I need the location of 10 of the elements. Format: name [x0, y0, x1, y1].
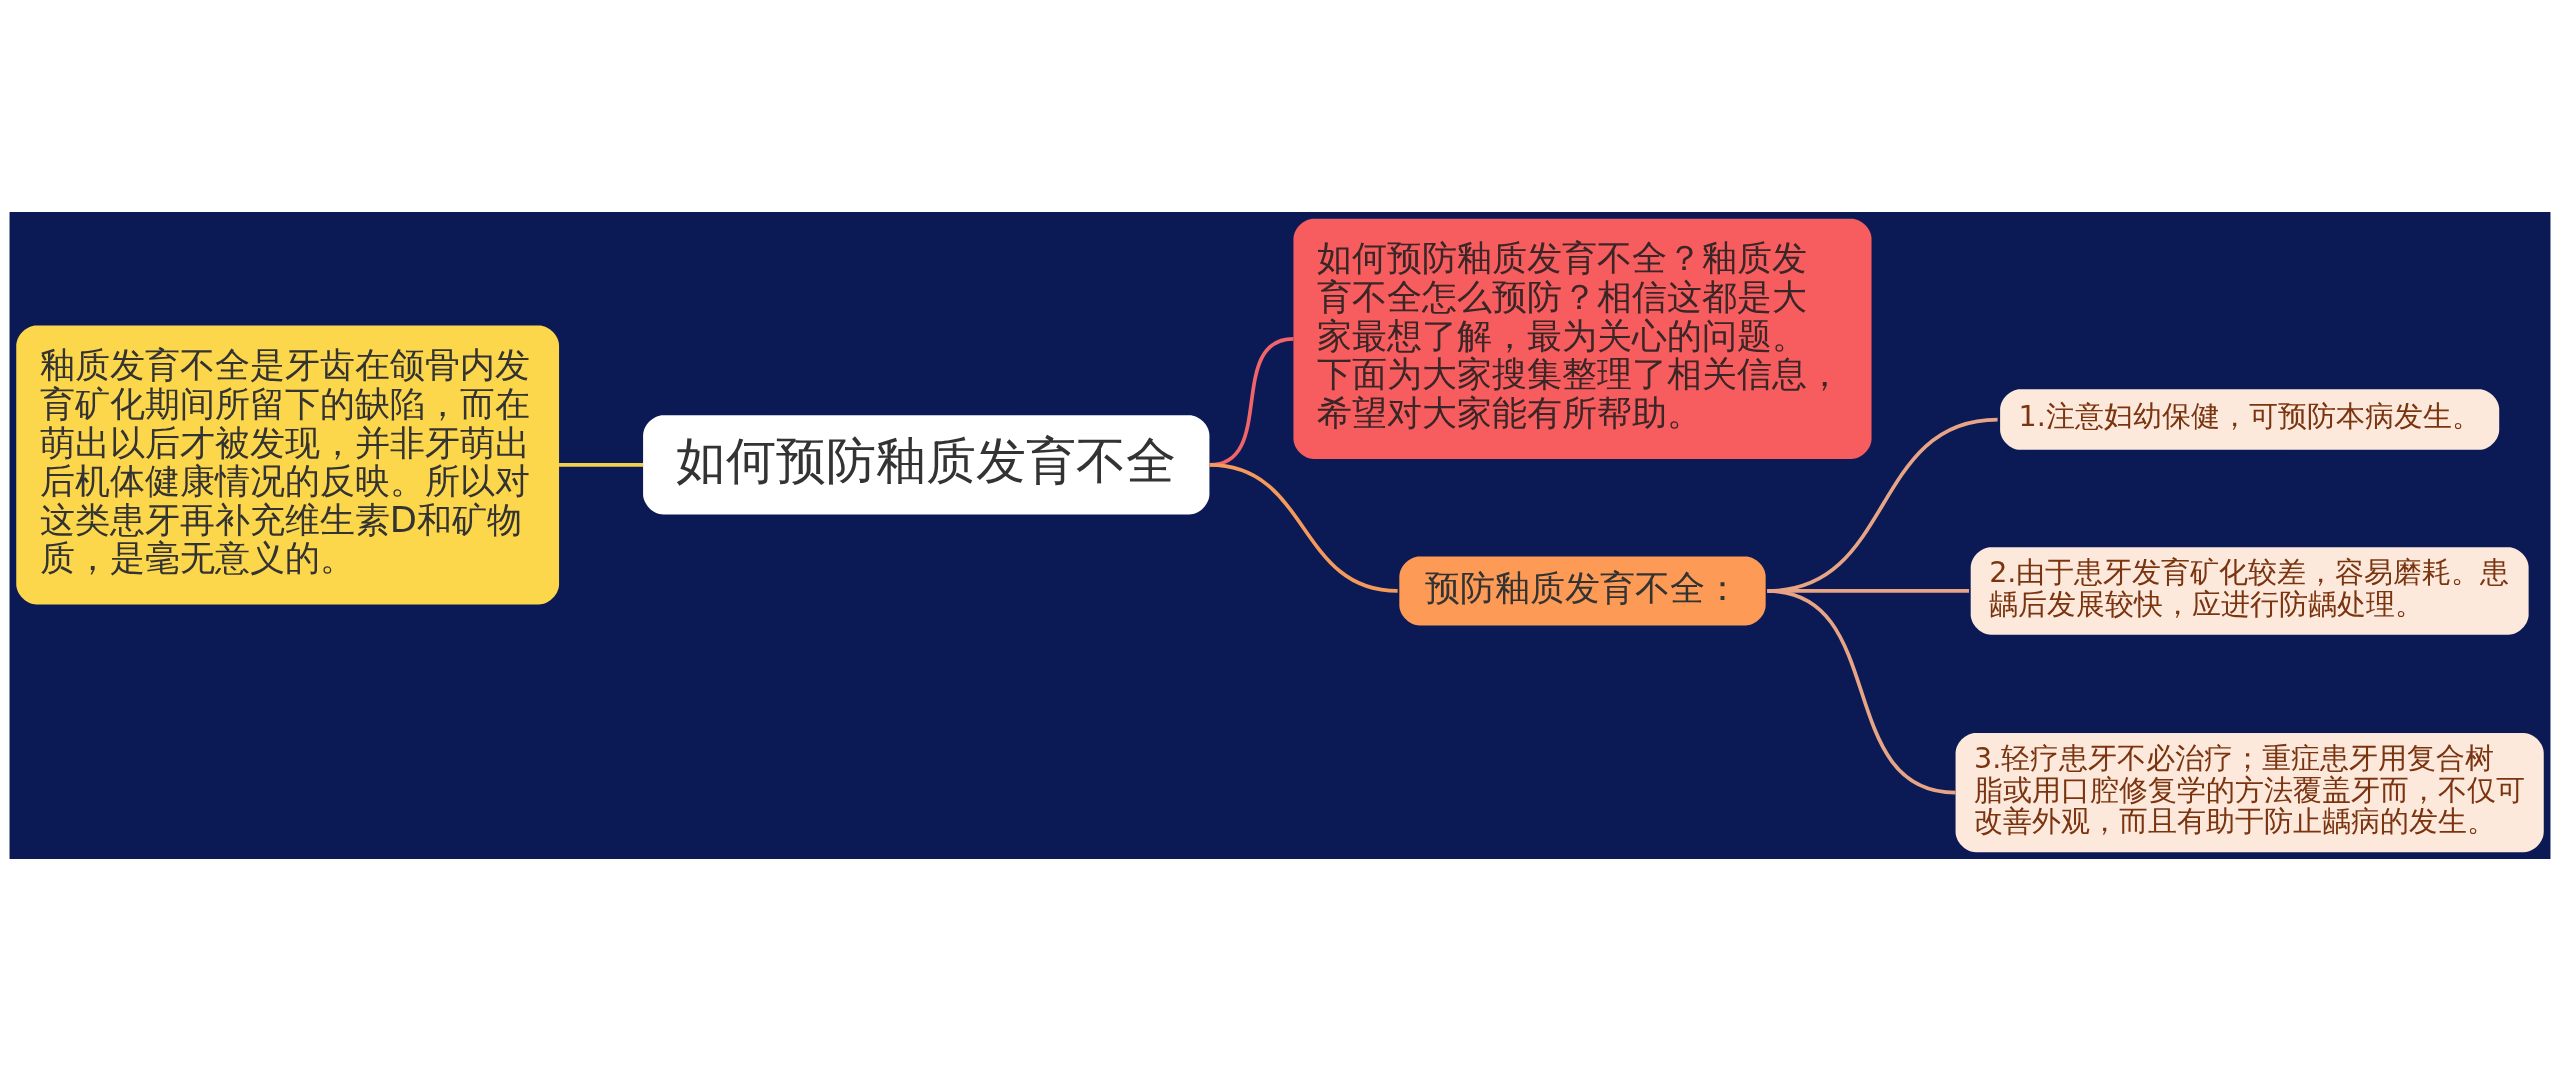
- node-box: 如何预防釉质发育不全: [643, 415, 1210, 515]
- node-box: 预防釉质发育不全：: [1399, 556, 1766, 626]
- node-box: 釉质发育不全是牙齿在颌骨内发育矿化期间所留下的缺陷，而在萌出以后才被发现，并非牙萌出后机体健康情况的反映。所以对这类患牙再补充维生素D和矿物质，是毫无意义的。: [16, 325, 560, 605]
- connector: [1767, 589, 1956, 795]
- connector: [1209, 463, 1398, 593]
- node-box: 2.由于患牙发育矿化较差，容易磨耗。患龋后发展较快，应进行防龋处理。: [1970, 547, 2529, 635]
- node-box: 1.注意妇幼保健，可预防本病发生。: [2000, 389, 2500, 450]
- connector: [559, 463, 644, 467]
- node-box: 3.轻疗患牙不必治疗；重症患牙用复合树脂或用口腔修复学的方法覆盖牙而，不仅可改善外观，而且有助于防止龋病的发生。: [1955, 732, 2544, 853]
- node-box: 如何预防釉质发育不全？釉质发育不全怎么预防？相信这都是大家最想了解，最为关心的问题。下面为大家搜集整理了相关信息，希望对大家能有所帮助。: [1293, 218, 1872, 460]
